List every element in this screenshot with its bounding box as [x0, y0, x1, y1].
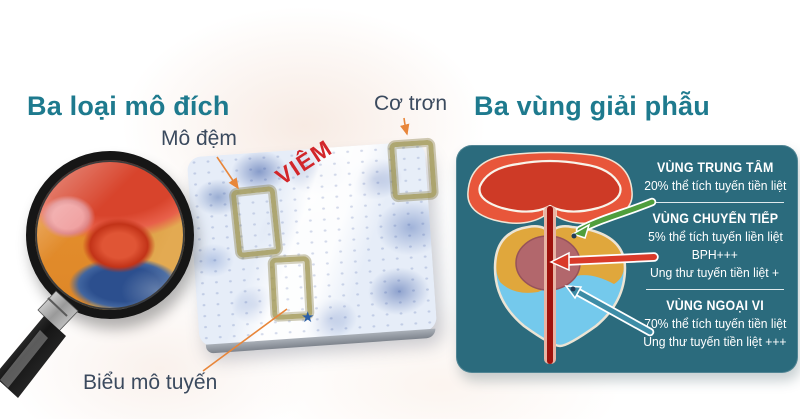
zone-peripheral: VÙNG NGOẠI VI 70% thể tích tuyến tiền li…	[640, 297, 790, 351]
bladder-interior	[478, 159, 622, 213]
zone-transition-line-3: Ung thư tuyến tiền liệt +	[650, 266, 780, 280]
anatomy-zones-panel: VÙNG TRUNG TÂM 20% thể tích tuyến tiền l…	[456, 145, 798, 373]
right-section-title: Ba vùng giải phẫu	[474, 91, 710, 121]
zone-central-line: 20% thể tích tuyến tiền liệt	[643, 179, 787, 193]
zone-peripheral-heading: VÙNG NGOẠI VI	[666, 298, 764, 313]
left-section-title: Ba loại mô đích	[27, 91, 230, 121]
specimen-frame-smooth-muscle	[389, 139, 437, 201]
prostate-outline	[493, 225, 627, 348]
zone-central: VÙNG TRUNG TÂM 20% thể tích tuyến tiền l…	[640, 159, 790, 195]
label-smooth-muscle: Cơ trơn	[374, 92, 448, 115]
prostate-zones-diagram	[467, 151, 633, 364]
zone-transition: VÙNG CHUYỂN TIẾP 5% thể tích tuyến liền …	[640, 210, 790, 282]
label-stroma: Mô đệm	[161, 127, 237, 150]
zone-central-heading: VÙNG TRUNG TÂM	[656, 160, 774, 175]
zone-peripheral-line-2: Ung thư tuyến tiền liệt +++	[643, 335, 787, 349]
zones-text-column: VÙNG TRUNG TÂM 20% thể tích tuyến tiền l…	[640, 159, 790, 351]
star-marker-icon: ★	[301, 309, 315, 326]
divider	[646, 289, 784, 290]
zone-transition-line-1: 5% thể tích tuyến liền liệt	[647, 230, 783, 244]
specimen-frame-stroma	[230, 185, 282, 259]
zone-transition-line-2: BPH+++	[691, 248, 739, 262]
urethra-shape	[547, 206, 553, 364]
zone-transition-heading: VÙNG CHUYỂN TIẾP	[652, 211, 778, 226]
label-glandular-epithelium: Biểu mô tuyến	[83, 371, 218, 394]
zone-peripheral-line-1: 70% thể tích tuyến tiền liệt	[643, 317, 787, 331]
divider	[646, 202, 784, 203]
magnifier-lens	[26, 151, 194, 319]
leader-smooth-muscle	[400, 117, 410, 136]
